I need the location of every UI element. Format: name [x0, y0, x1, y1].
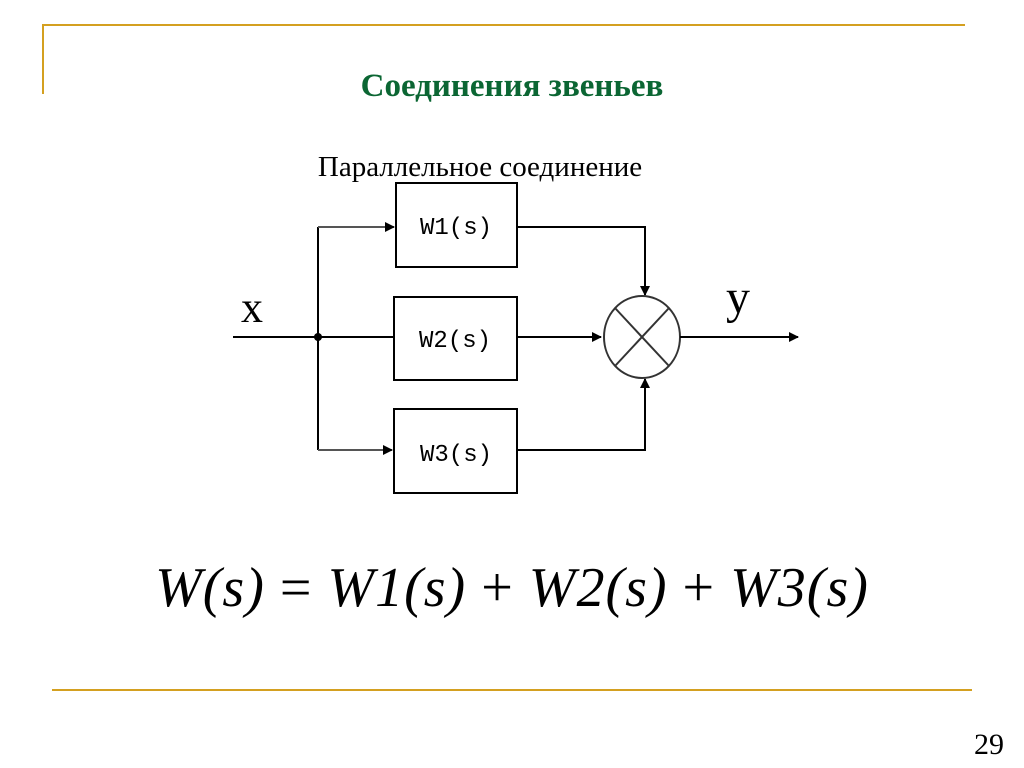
slide-subtitle: Параллельное соединение	[317, 151, 643, 183]
left-rule	[42, 24, 44, 94]
block-w1-label: W1(s)	[420, 215, 492, 242]
formula-plus-1: +	[481, 557, 514, 619]
slide-title: Соединения звеньев	[360, 68, 664, 104]
block-w3-label: W3(s)	[420, 442, 492, 469]
bottom-rule	[52, 689, 972, 691]
w3-output-line	[517, 378, 650, 451]
formula-equals: =	[279, 557, 313, 619]
branch-point	[314, 333, 322, 341]
block-w1	[395, 182, 518, 268]
formula-term-3: W3(s)	[730, 557, 869, 619]
formula-lhs: W(s)	[155, 557, 265, 619]
block-w2	[393, 296, 518, 381]
input-label: x	[241, 283, 263, 332]
block-w2-label: W2(s)	[419, 328, 491, 355]
transfer-function-formula: W(s) = W1(s) + W2(s) + W3(s)	[0, 556, 1024, 620]
output-label: y	[726, 271, 750, 324]
page-number: 29	[974, 728, 1004, 761]
top-rule	[42, 24, 965, 26]
formula-term-1: W1(s)	[327, 557, 467, 619]
formula-term-2: W2(s)	[528, 557, 668, 619]
formula-plus-2: +	[682, 557, 716, 619]
w1-output-line	[517, 226, 650, 296]
